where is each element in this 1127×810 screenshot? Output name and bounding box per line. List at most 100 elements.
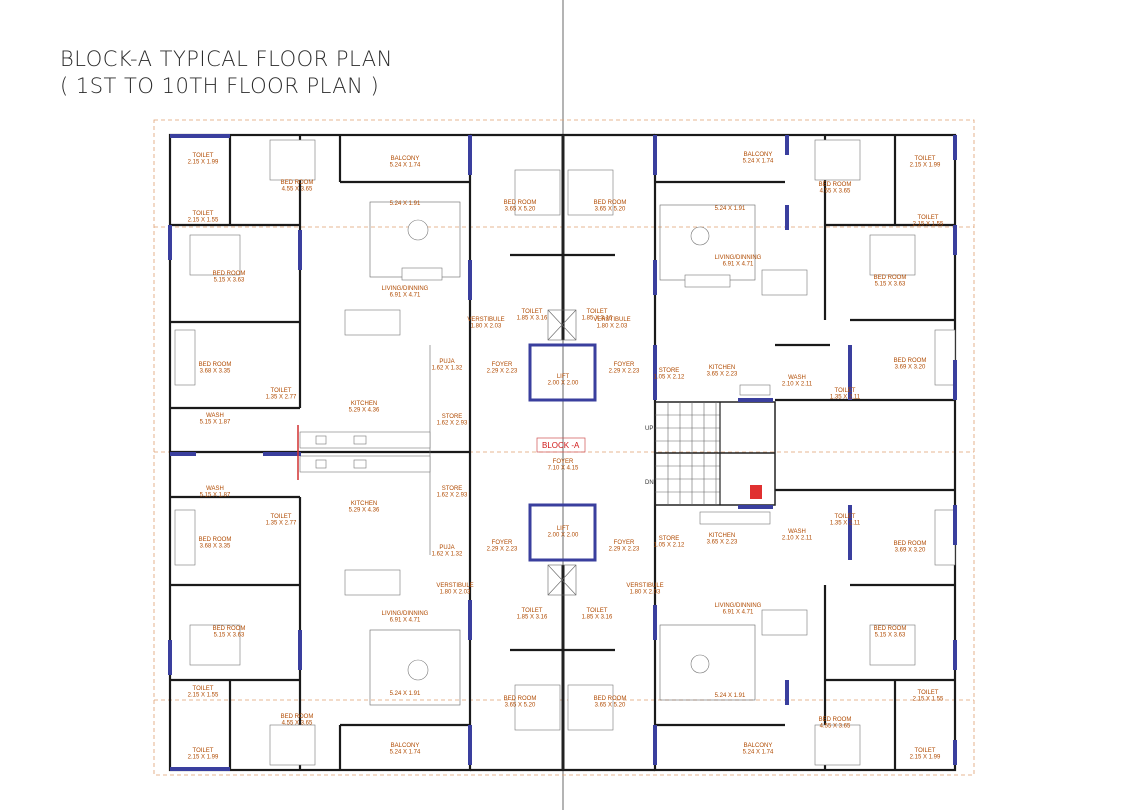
room-dimension: 1.80 X 2.03	[471, 324, 502, 330]
room-dimension: 5.24 X 1.91	[390, 201, 421, 207]
room-name: VERSTIBULE	[593, 317, 630, 323]
room-dimension: 2.29 X 2.23	[487, 369, 518, 375]
block-label-box	[536, 437, 586, 453]
room-dimension: 2.15 X 1.55	[913, 697, 944, 703]
room-dimension: 3.65 X 2.23	[707, 540, 738, 546]
room-name: TOILET	[271, 388, 292, 394]
room-name: BED ROOM	[874, 275, 907, 281]
room-dimension: 1.35 X 2.11	[830, 521, 861, 527]
room-dimension: 7.10 X 4.15	[548, 466, 579, 472]
room-name: BED ROOM	[594, 200, 627, 206]
room-name: BED ROOM	[819, 717, 852, 723]
block-label: BLOCK -A	[542, 441, 580, 450]
room-name: WASH	[788, 529, 806, 535]
room-name: FOYER	[492, 540, 513, 546]
room-dimension: 1.05 X 2.12	[654, 543, 685, 549]
staircase	[654, 401, 776, 506]
room-dimension: 2.15 X 1.99	[188, 160, 219, 166]
room-dimension: 3.65 X 5.20	[595, 207, 626, 213]
room-dimension: 1.80 X 2.03	[630, 590, 661, 596]
room-dimension: 1.62 X 1.32	[432, 552, 463, 558]
room-dimension: 5.15 X 3.63	[875, 282, 906, 288]
room-name: WASH	[788, 375, 806, 381]
room-dimension: 5.15 X 3.63	[214, 633, 245, 639]
room-dimension: 4.55 X 3.65	[820, 189, 851, 195]
room-dimension: 1.35 X 2.77	[266, 521, 297, 527]
room-dimension: 5.15 X 1.87	[200, 420, 231, 426]
room-name: VERSTIBULE	[436, 583, 473, 589]
room-name: VERSTIBULE	[467, 317, 504, 323]
room-name: STORE	[442, 486, 463, 492]
room-dimension: 5.24 X 1.74	[390, 163, 421, 169]
room-name: LIVING/DINNING	[715, 603, 762, 609]
room-dimension: 5.24 X 1.74	[743, 159, 774, 165]
room-dimension: 5.15 X 3.63	[214, 278, 245, 284]
room-dimension: 6.91 X 4.71	[390, 618, 421, 624]
room-name: BED ROOM	[199, 362, 232, 368]
room-name: TOILET	[193, 686, 214, 692]
room-dimension: 5.29 X 4.36	[349, 508, 380, 514]
room-name: FOYER	[614, 540, 635, 546]
room-dimension: 3.65 X 5.20	[595, 703, 626, 709]
room-name: LIVING/DINNING	[715, 255, 762, 261]
room-name: KITCHEN	[351, 501, 377, 507]
room-dimension: 3.68 X 3.35	[200, 369, 231, 375]
room-dimension: 2.15 X 1.55	[188, 218, 219, 224]
room-name: TOILET	[835, 514, 856, 520]
furniture	[174, 139, 956, 766]
room-name: STORE	[442, 414, 463, 420]
room-dimension: 1.85 X 3.16	[517, 316, 548, 322]
room-name: PUJA	[439, 545, 454, 551]
room-dimension: 2.00 X 2.00	[548, 381, 579, 387]
room-name: BED ROOM	[894, 541, 927, 547]
stair-dn-label: DN	[645, 480, 654, 486]
room-name: WASH	[206, 486, 224, 492]
room-name: TOILET	[587, 608, 608, 614]
room-dimension: 3.65 X 5.20	[505, 703, 536, 709]
room-dimension: 2.00 X 2.00	[548, 533, 579, 539]
room-dimension: 2.15 X 1.55	[188, 693, 219, 699]
room-dimension: 1.62 X 2.93	[437, 421, 468, 427]
room-name: LIVING/DINNING	[382, 611, 429, 617]
room-name: KITCHEN	[709, 533, 735, 539]
room-dimension: 1.85 X 3.16	[582, 316, 613, 322]
room-name: BED ROOM	[894, 358, 927, 364]
room-dimension: 5.15 X 3.63	[875, 633, 906, 639]
room-dimension: 3.68 X 3.35	[200, 544, 231, 550]
room-name: BALCONY	[391, 156, 420, 162]
room-name: VERSTIBULE	[626, 583, 663, 589]
plan-subtitle: ( 1ST TO 10TH FLOOR PLAN )	[60, 74, 380, 98]
room-name: BED ROOM	[819, 182, 852, 188]
room-name: BED ROOM	[281, 180, 314, 186]
room-name: TOILET	[193, 211, 214, 217]
room-dimension: 3.65 X 2.23	[707, 372, 738, 378]
room-name: WASH	[206, 413, 224, 419]
room-dimension: 3.69 X 3.20	[895, 365, 926, 371]
room-name: TOILET	[835, 388, 856, 394]
room-name: FOYER	[492, 362, 513, 368]
room-dimension: 2.10 X 2.11	[782, 536, 813, 542]
room-dimension: 4.55 X 3.65	[282, 187, 313, 193]
room-dimension: 5.24 X 1.91	[390, 691, 421, 697]
room-dimension: 2.29 X 2.23	[609, 547, 640, 553]
room-dimension: 1.62 X 2.93	[437, 493, 468, 499]
room-dimension: 1.85 X 3.16	[517, 615, 548, 621]
room-dimension: 5.24 X 1.74	[743, 750, 774, 756]
room-dimension: 4.55 X 3.65	[282, 721, 313, 727]
room-name: BED ROOM	[281, 714, 314, 720]
room-name: BED ROOM	[594, 696, 627, 702]
room-name: BED ROOM	[213, 626, 246, 632]
room-dimension: 5.15 X 1.87	[200, 493, 231, 499]
room-name: STORE	[659, 536, 680, 542]
windows	[168, 134, 957, 771]
room-name: BED ROOM	[213, 271, 246, 277]
room-name: TOILET	[587, 309, 608, 315]
room-dimension: 1.80 X 2.03	[440, 590, 471, 596]
room-dimension: 1.35 X 2.11	[830, 395, 861, 401]
stair-up-label: UP	[645, 426, 653, 432]
room-dimension: 5.24 X 1.91	[715, 206, 746, 212]
room-name: FOYER	[553, 459, 574, 465]
room-dimension: 2.10 X 2.11	[782, 382, 813, 388]
